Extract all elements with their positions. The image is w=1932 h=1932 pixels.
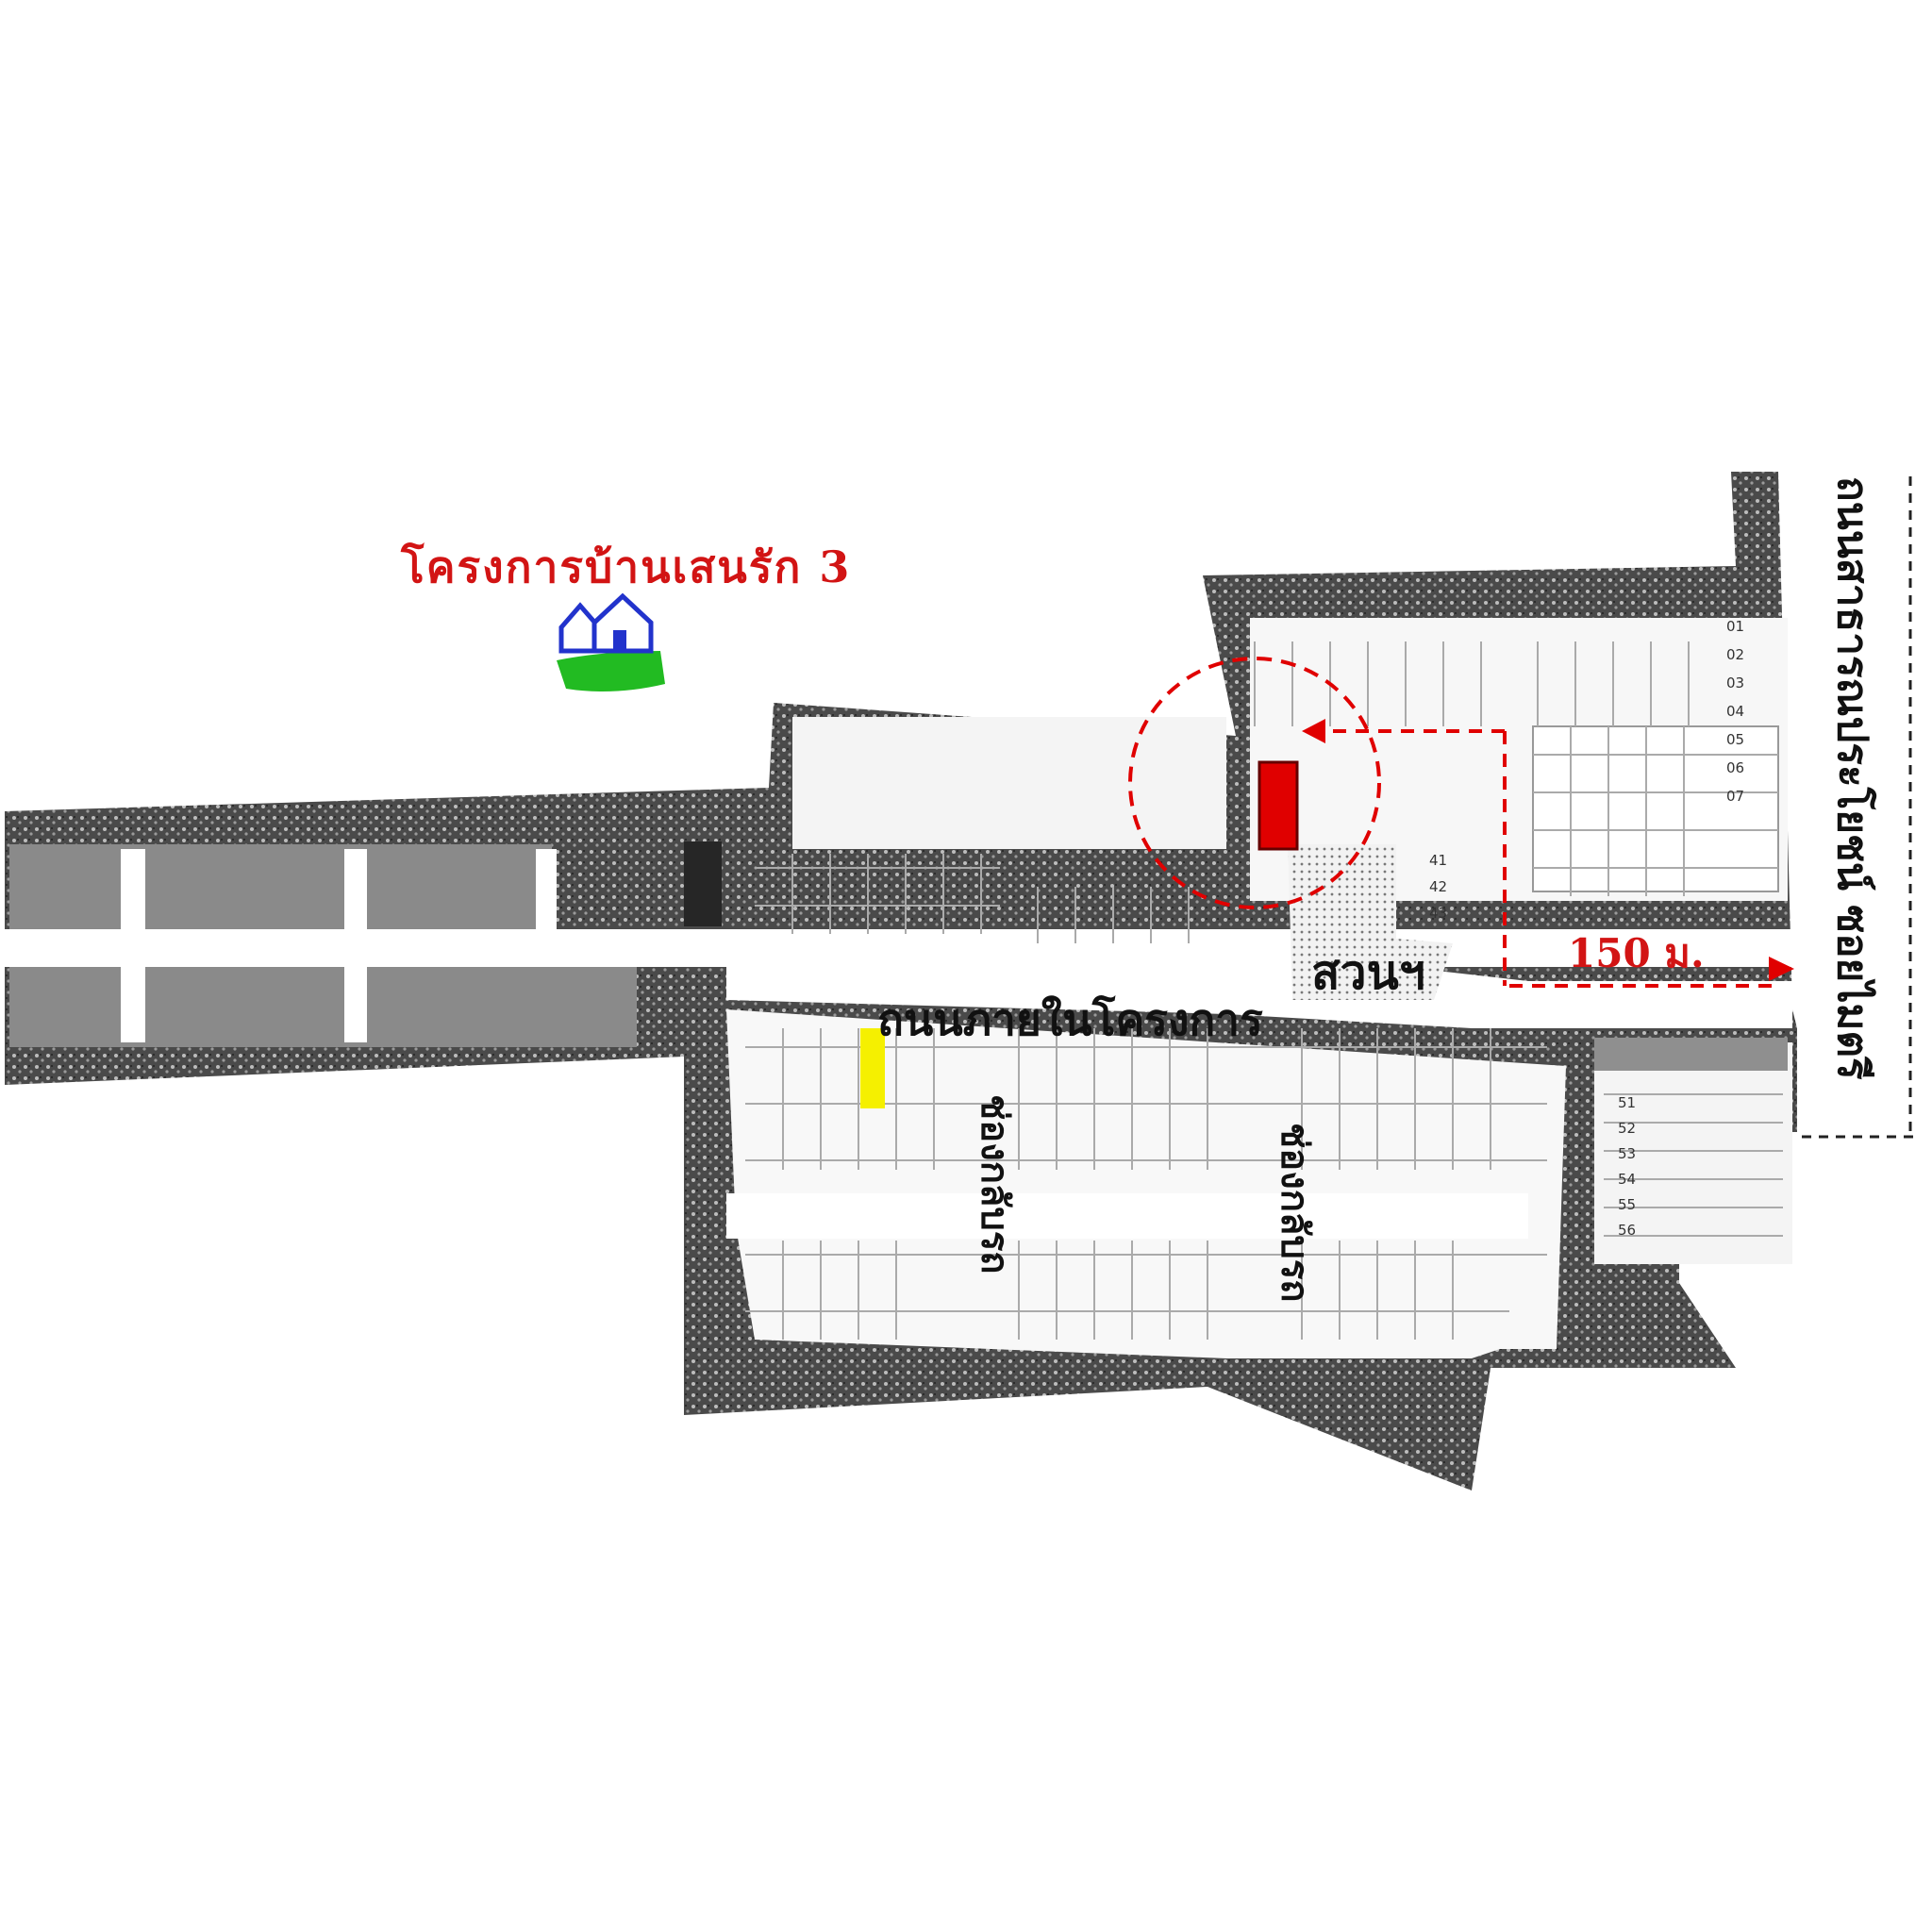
plot-number: 53 [1618, 1145, 1637, 1162]
turnaround-lane-label-2: ช่องกลับรถ [1273, 1123, 1317, 1303]
selected-plot-marker [1257, 760, 1299, 851]
plot-number: 06 [1726, 759, 1745, 776]
plot-number: 41 [1429, 852, 1448, 869]
plot-number: 56 [1618, 1222, 1637, 1239]
turnaround-lane-label: ช่องกลับรถ [973, 1094, 1017, 1274]
south-plots [726, 1009, 1792, 1358]
park-area [1288, 844, 1453, 1000]
target-circle-icon [1128, 657, 1381, 909]
plot-number: 05 [1726, 731, 1745, 748]
plot-number: 04 [1726, 703, 1745, 720]
project-title: โครงการบ้านเสนรัก 3 [401, 541, 852, 592]
plot-number: 03 [1726, 675, 1745, 691]
plot-number: 42 [1429, 878, 1448, 895]
house-logo-icon [557, 592, 665, 692]
main-road-label: ถนนสาธารณประโยชน์ ซอยไมตรี [1828, 476, 1876, 1080]
internal-road [5, 929, 1797, 1028]
plot-number: 52 [1618, 1120, 1637, 1137]
plot-number: 07 [1726, 788, 1745, 805]
plot-number: 43 [1429, 905, 1448, 922]
arrow-right-icon [1769, 957, 1794, 981]
plot-number: 02 [1726, 646, 1745, 663]
internal-road-label: ถนนภายในโครงการ [877, 994, 1263, 1045]
highlighted-plot-yellow [860, 1028, 885, 1108]
distance-label: 150 ม. [1568, 930, 1705, 976]
park-label: สวนฯ [1311, 944, 1425, 1000]
distance-arrows [1316, 729, 1778, 988]
plot-number: 55 [1618, 1196, 1637, 1213]
plot-number: 51 [1618, 1094, 1637, 1111]
arrow-left-icon [1302, 719, 1325, 743]
main-road [1797, 472, 1920, 1139]
plot-grid [745, 641, 1783, 1340]
plot-number: 01 [1726, 618, 1745, 635]
plot-number: 54 [1618, 1171, 1637, 1188]
